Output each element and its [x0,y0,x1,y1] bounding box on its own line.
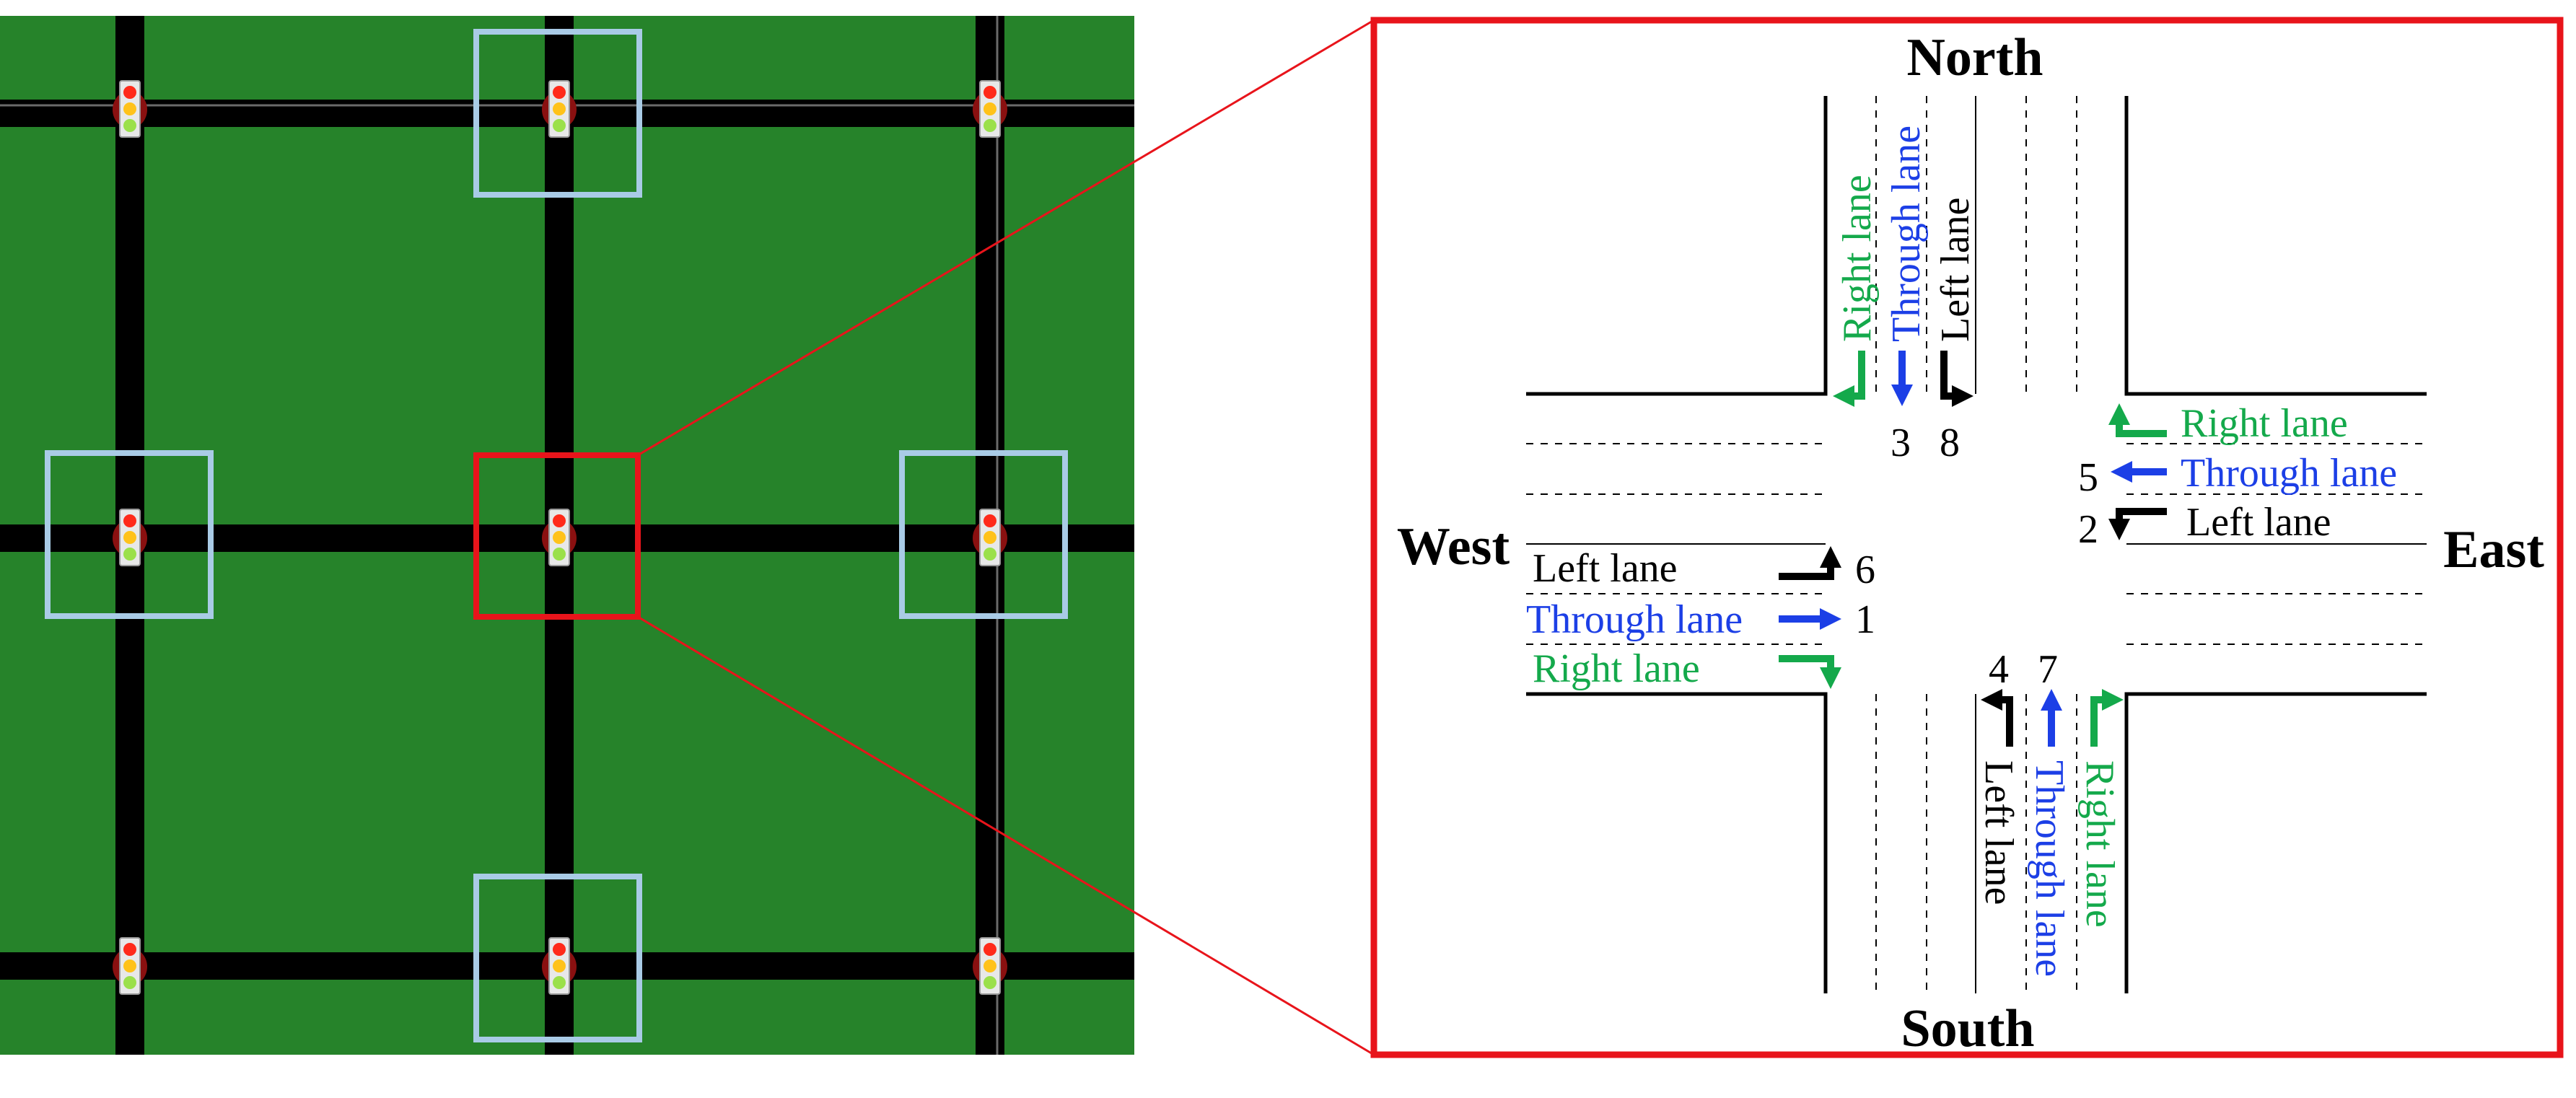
lane-arrow-icon [1981,689,2013,747]
lane-arrow-icon [2108,508,2167,540]
intersection-detail: North South West East Right lane Through… [1370,17,2564,1058]
zoom-line-top [637,19,1375,457]
lane-arrow-icon [2108,403,2167,437]
lane-arrow-icon [1779,655,1841,689]
direction-label-north: North [1906,28,2043,87]
lane-dividers [1526,96,2427,993]
target-intersection-box [473,452,641,620]
west-through-lane-label: Through lane [1526,597,1743,642]
movement-number: 1 [1855,597,1875,642]
lane-arrow-icon [1833,351,1865,407]
grid-network-map [0,16,1134,1055]
direction-label-south: South [1901,999,2034,1058]
south-left-lane-label: Left lane [1976,760,2021,905]
road-edges [1526,96,2427,993]
movement-number: 2 [2078,507,2098,552]
lane-arrow-icon [2090,689,2124,747]
lane-arrow-icon [1940,351,1973,407]
east-through-lane-label: Through lane [2181,451,2397,496]
movement-number: 7 [2038,647,2058,692]
lane-arrows [1779,351,2167,747]
south-through-lane-label: Through lane [2027,760,2072,977]
movement-number: 4 [1989,647,2009,692]
north-left-lane-label: Left lane [1933,197,1978,342]
lane-arrow-icon [1779,546,1841,580]
west-right-lane-label: Right lane [1533,646,1700,691]
east-right-lane-label: Right lane [2181,401,2348,446]
south-right-lane-label: Right lane [2077,760,2122,928]
detail-frame [1370,17,2564,1058]
movement-number: 6 [1855,548,1875,592]
road-medians [1526,96,2427,993]
west-left-lane-label: Left lane [1533,546,1678,591]
neighbor-box-west [45,450,214,619]
north-right-lane-label: Right lane [1835,175,1880,342]
movement-number: 5 [2078,455,2098,500]
neighbor-box-north [473,29,642,198]
neighbor-box-south [473,874,642,1042]
movement-number: 3 [1891,421,1911,465]
neighbor-box-east [899,450,1068,619]
north-through-lane-label: Through lane [1884,126,1929,342]
direction-label-west: West [1397,517,1510,576]
direction-label-east: East [2443,520,2544,579]
zoom-line-bottom [637,615,1375,1056]
movement-number: 8 [1940,421,1960,465]
east-left-lane-label: Left lane [2186,500,2331,545]
